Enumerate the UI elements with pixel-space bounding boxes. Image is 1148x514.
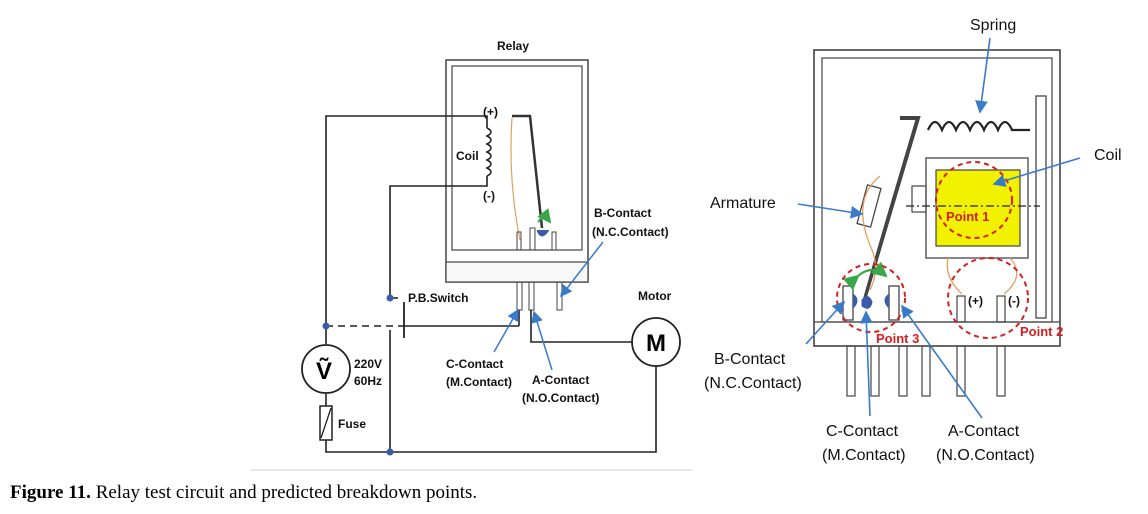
fuse-slash [320, 407, 332, 439]
wire-motor-return [325, 366, 657, 453]
motor-label: Motor [638, 289, 672, 303]
wire-coil-plus [325, 115, 488, 326]
moving-arrow-icon [537, 208, 552, 224]
terminal-minus [996, 295, 1006, 323]
a-contact-sublabel-right: (N.O.Contact) [936, 447, 1035, 464]
b-contact-leader [560, 241, 604, 298]
contact-a-post [888, 285, 900, 321]
a-contact-sublabel: (N.O.Contact) [522, 391, 599, 405]
terminal-plus [956, 295, 966, 323]
armature-plate [856, 184, 882, 228]
fuse-label: Fuse [338, 417, 366, 431]
figure-caption-text: Relay test circuit and predicted breakdo… [90, 482, 478, 503]
c-contact-sublabel: (M.Contact) [446, 375, 512, 389]
c-contact-label: C-Contact [446, 357, 503, 371]
contact-moving-arrow-icon [842, 261, 888, 291]
point2-label: Point 2 [1020, 324, 1063, 339]
voltmeter-symbol: Ṽ [316, 357, 332, 385]
terminal-plus-label: (+) [968, 294, 983, 308]
contact-b-tip [852, 293, 858, 309]
coil-label: Coil [456, 149, 479, 163]
armature [512, 114, 544, 229]
contact-post-right [551, 231, 557, 251]
spring-arrow [975, 37, 991, 114]
coil-arrow [992, 157, 1081, 187]
c-contact-arrow [860, 310, 873, 417]
armature-arrow [797, 203, 864, 219]
armature-spring-wire [510, 117, 521, 241]
spring-coil [926, 120, 1030, 133]
node-switch [386, 294, 394, 302]
c-contact-label-right: C-Contact [826, 423, 899, 440]
a-contact-label: A-Contact [532, 373, 589, 387]
contact-a-tip [884, 293, 890, 309]
a-contact-arrow [901, 304, 983, 419]
coil-symbol [485, 127, 492, 177]
motor-symbol-letter: M [646, 330, 666, 357]
terminal-a [528, 281, 535, 311]
point1-label: Point 1 [946, 209, 989, 224]
voltage-source [301, 344, 351, 394]
point3-label: Point 3 [876, 331, 919, 346]
b-contact-arrow [805, 300, 846, 345]
armature-lever-inner [861, 121, 914, 301]
a-contact-label-right: A-Contact [948, 423, 1020, 440]
c-contact-sublabel-right: (M.Contact) [822, 447, 906, 464]
coil-core [911, 185, 927, 213]
contact-b-post [842, 285, 854, 321]
terminal-c [516, 281, 523, 311]
frequency-label: 60Hz [354, 374, 382, 388]
relay-outer-case [813, 49, 1061, 347]
coil-minus: (-) [483, 189, 495, 203]
pb-switch-label: P.B.Switch [408, 291, 468, 305]
point2-circle [947, 257, 1029, 339]
relay-pins [846, 345, 1006, 397]
coil-lead-minus [1003, 257, 1018, 295]
contact-c-tip [861, 296, 873, 309]
node-bottom [386, 448, 394, 456]
b-contact-sublabel: (N.C.Contact) [592, 225, 669, 239]
a-contact-leader [531, 310, 553, 371]
point1-circle [935, 161, 1013, 239]
motor-symbol [631, 317, 681, 367]
armature-label: Armature [710, 195, 776, 212]
spring-label: Spring [970, 17, 1016, 34]
figure-diagrams: Relay Coil (+) (-) P.B.Switch [250, 17, 1122, 471]
voltage-label: 220V [354, 357, 382, 371]
relay-label: Relay [497, 39, 529, 53]
figure-caption: Figure 11. Relay test circuit and predic… [10, 482, 477, 504]
moving-contact [536, 229, 550, 237]
armature-lever [862, 116, 921, 301]
c-contact-leader [493, 308, 519, 353]
right-spring-post [1035, 95, 1047, 319]
terminal-minus-label: (-) [1008, 294, 1020, 308]
wire-a-to-motor [530, 310, 632, 343]
relay-base [445, 261, 589, 283]
b-contact-sublabel-right: (N.C.Contact) [704, 375, 802, 392]
coil-label-right: Coil [1094, 147, 1122, 164]
node-left-top [322, 322, 330, 330]
relay-test-circuit: Relay Coil (+) (-) P.B.Switch [250, 39, 692, 471]
b-contact-label-right: B-Contact [714, 351, 786, 368]
contact-post-left [516, 231, 522, 251]
wire-coil-minus [389, 176, 488, 298]
figure-number: Figure 11. [10, 482, 91, 503]
coil-lead-plus [946, 257, 963, 295]
coil-plus: (+) [483, 105, 498, 119]
point3-circle [836, 263, 906, 333]
contact-post-mid [529, 227, 536, 251]
b-contact-label: B-Contact [594, 206, 651, 220]
relay-cutaway: Spring Point 1 Coil Armature Point 3 (+) [704, 17, 1122, 464]
